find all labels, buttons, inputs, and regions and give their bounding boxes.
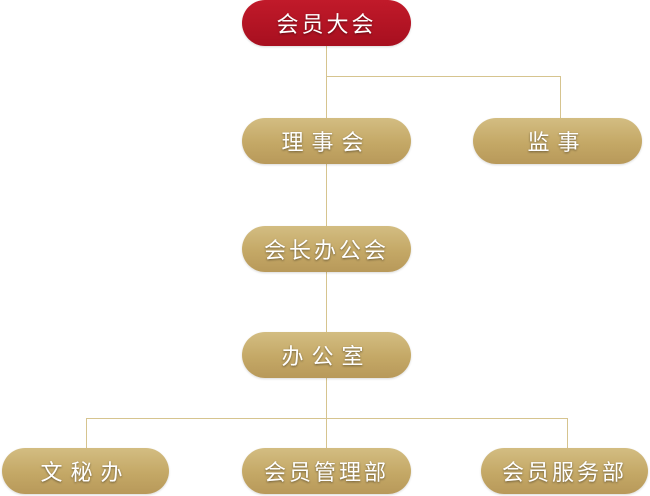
connector-bottom-h — [86, 418, 568, 419]
connector-supervisor-v — [560, 76, 561, 118]
node-member-management: 会员管理部 — [242, 448, 411, 494]
connector-root-supervisor-h — [326, 76, 561, 77]
node-secretariat: 文秘办 — [2, 448, 169, 494]
node-supervisor: 监事 — [473, 118, 642, 164]
connector-council-president — [326, 164, 327, 226]
connector-secretariat-v — [86, 418, 87, 448]
node-member-services: 会员服务部 — [481, 448, 648, 494]
node-president-office: 会长办公会 — [242, 226, 411, 272]
connector-services-v — [567, 418, 568, 448]
connector-president-office — [326, 272, 327, 332]
node-general-assembly: 会员大会 — [242, 0, 411, 46]
node-council: 理事会 — [242, 118, 411, 164]
connector-root-down — [326, 46, 327, 118]
node-office: 办公室 — [242, 332, 411, 378]
connector-office-down — [326, 378, 327, 448]
